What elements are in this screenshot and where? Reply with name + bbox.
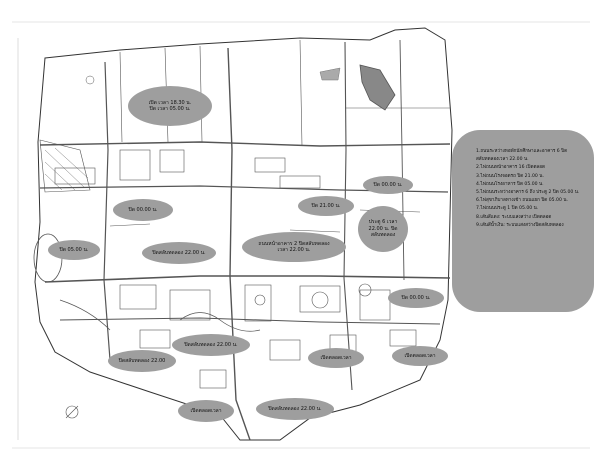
legend-item: 1.ถนนระหว่างหอพักนักศึกษาและอาคาร 6 ปิด [476,149,568,154]
legend-item: 9.เส้นสีน้ำเงิน: ระบบแสงสว่างปิดสลับทดลอ… [476,222,564,228]
callout-c8: ถนนหน้าอาคาร 2 ปิดสลับทดลอง เวลา 22.00 น… [242,232,346,262]
callout-text: เปิดตลอดเวลา [190,407,222,414]
callout-c3: ปิด 21.00 น. [298,196,354,216]
callout-text: ถนนหน้าอาคาร 2 ปิดสลับทดลอง [258,240,330,247]
callout-c11: ปิดสลับทดลอง 22.00 [108,350,176,372]
callout-text: เปิดตลอดเวลา [404,352,436,359]
callout-c6: ปิด 05.00 น. [48,240,100,260]
legend-item: 8.เส้นสีแดง: ระบบแสงสว่าง เปิดตลอด [476,214,552,220]
legend-panel: 1.ถนนระหว่างหอพักนักศึกษาและอาคาร 6 ปิด … [452,130,594,312]
callout-c2: ปิด 00.00 น. [363,176,413,194]
callout-text: ปิด 00.00 น. [128,206,158,213]
main-road-lower [59,317,441,325]
callout-text: ปิดสลับทดลอง 22.00 [118,357,166,364]
legend-item: 6.ไฟสุขาภิบาลทางเข้า ถนนแยก ปิด 05.00 น. [476,198,568,204]
callout-text: ปิด 00.00 น. [373,181,403,188]
callout-text: ปิดสลับทดลอง 22.00 น. [268,405,322,412]
callout-text: ปิด 21.00 น. [311,202,341,209]
callout-text: ปิดสลับทดลอง 22.00 น. [184,341,238,348]
callout-text: ปิด 05.00 น. [59,246,89,253]
callout-text: ปิด เวลา 05.00 น. [149,106,191,112]
pond [359,64,396,111]
callout-text: เวลา 22.00 น. [277,247,311,253]
road-vertical-west [103,61,111,361]
legend-item: 2.ไฟถนนหน้าอาคาร 16 เปิดตลอด [476,165,545,171]
main-road-south [44,275,451,283]
main-road-north [39,141,451,147]
callout-c4: ปิด 00.00 น. [113,199,173,221]
callout-text: ปิด 00.00 น. [401,294,431,301]
legend-item: 5.ไฟถนนระหว่างอาคาร 6 ถึง ประตู 2 ปิด 05… [476,190,580,196]
legend-item: 4.ไฟถนนโรงอาหาร ปิด 05.00 น. [476,181,544,187]
callout-text: เปิด เวลา 18.30 น. [148,99,192,106]
road-vertical-east [343,41,353,391]
legend-item: สลับทดลองเวลา 22.00 น. [476,157,529,163]
road-vertical-center [227,47,251,441]
callout-c10: ปิดสลับทดลอง 22.00 น. [172,334,250,356]
callout-text: เปิดตลอดเวลา [320,354,352,361]
callout-c14: เปิดตลอดเวลา [178,400,234,422]
callout-text: 22.00 น. ปิด [368,225,398,232]
callout-c15: ปิดสลับทดลอง 22.00 น. [256,398,334,420]
callout-text: สลับทดลอง [370,232,396,239]
callout-text: ประตู 6 เวลา [368,219,398,226]
campus-boundary [34,27,453,441]
legend-item: 7.ไฟถนนประตู 1 ปิด 05.00 น. [476,206,539,212]
callout-c9: ปิด 00.00 น. [388,288,444,308]
callout-c5: ประตู 6 เวลา 22.00 น. ปิด สลับทดลอง [358,206,408,252]
callout-c13: เปิดตลอดเวลา [392,346,448,366]
callout-text: ปิดสลับทดลอง 22.00 น. [152,249,206,256]
callout-c7: ปิดสลับทดลอง 22.00 น. [142,242,216,264]
legend-item: 3.ไฟถนนโรงจอดรถ ปิด 21.00 น. [476,173,544,179]
callout-c12: เปิดตลอดเวลา [308,348,364,368]
callout-c1: เปิด เวลา 18.30 น. ปิด เวลา 05.00 น. [128,86,212,126]
